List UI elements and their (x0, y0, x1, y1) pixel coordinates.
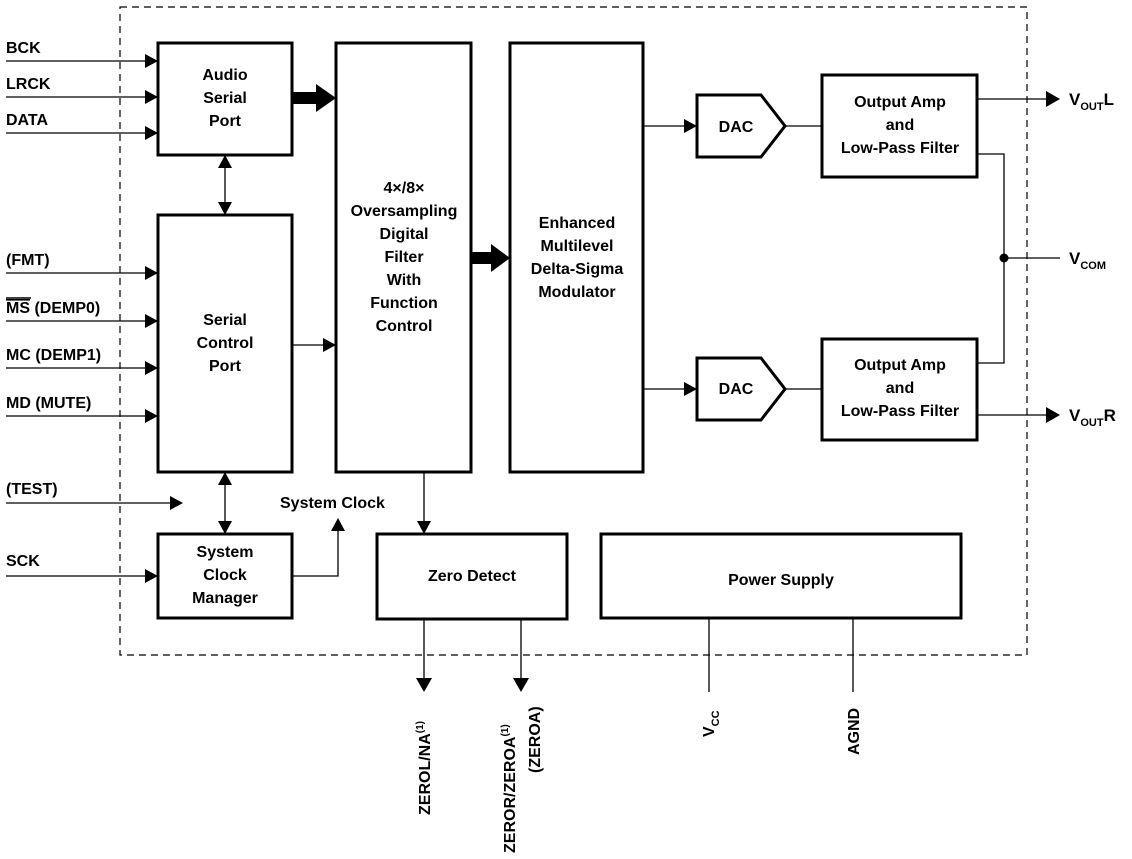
serial-control-port-line2: Control (197, 335, 254, 352)
digital-filter-line5: With (387, 272, 422, 289)
input-label-ms: MS (DEMP0) (6, 300, 100, 317)
modulator-block (508, 41, 645, 474)
scp-filter-link (292, 338, 336, 352)
serial-control-port-line3: Port (209, 358, 242, 375)
audio-serial-port-line1: Audio (202, 67, 248, 84)
ms-rest-text: (DEMP0) (30, 300, 100, 317)
output-amp-right-line2: and (886, 380, 914, 397)
dac-right-label: DAC (719, 381, 754, 398)
digital-filter-line2: Oversampling (351, 203, 458, 220)
pin-label-zeroa: (ZEROA) (527, 706, 544, 773)
vcom-network (977, 153, 1060, 364)
device-boundary (119, 6, 1028, 656)
output-amp-left-line2: and (886, 117, 914, 134)
zeror-pin-line (513, 619, 529, 692)
zero-detect-block (375, 532, 569, 621)
scp-scm-link (218, 472, 232, 534)
output-label-vout-left: VOUTL (1069, 90, 1114, 113)
pin-label-zeror: ZEROR/ZEROA(1) (500, 724, 519, 853)
audio-serial-port-line3: Port (209, 113, 242, 130)
modulator-line4: Modulator (538, 284, 615, 301)
pin-label-zerol: ZEROL/NA(1) (415, 721, 434, 815)
input-label-sck: SCK (6, 553, 40, 570)
input-label-bck: BCK (6, 40, 41, 57)
audio-serial-port-line2: Serial (203, 90, 247, 107)
serial-control-port-block (156, 213, 294, 474)
serial-control-port-line1: Serial (203, 312, 247, 329)
dac-left-block (695, 93, 787, 159)
modulator-dac-right-link (643, 382, 697, 396)
power-supply-block (599, 532, 963, 620)
output-amp-left-block (820, 73, 979, 179)
system-clock-manager-line2: Clock (203, 567, 247, 584)
modulator-dac-left-link (643, 119, 697, 133)
pin-label-agnd: AGND (846, 708, 863, 755)
digital-filter-line4: Filter (384, 249, 423, 266)
audio-serial-port-block (156, 41, 294, 157)
modulator-line2: Multilevel (541, 238, 614, 255)
digital-filter-line6: Function (370, 295, 438, 312)
system-clock-label: System Clock (280, 495, 385, 512)
bus-arrow-filter-modulator (471, 244, 510, 272)
modulator-line1: Enhanced (539, 215, 615, 232)
output-amp-left-line3: Low-Pass Filter (841, 140, 959, 157)
input-lines (6, 54, 183, 583)
power-supply-label: Power Supply (728, 572, 834, 589)
modulator-line3: Delta-Sigma (531, 261, 624, 278)
output-amp-right-line3: Low-Pass Filter (841, 403, 959, 420)
digital-filter-line1: 4×/8× (384, 180, 425, 197)
output-label-vcom: VCOM (1069, 249, 1106, 272)
input-label-fmt: (FMT) (6, 252, 50, 269)
digital-filter-block (334, 41, 473, 474)
output-amp-left-line1: Output Amp (854, 94, 946, 111)
digital-filter-line7: Control (376, 318, 433, 335)
input-label-lrck: LRCK (6, 76, 51, 93)
filter-zero-detect-link (417, 472, 431, 534)
system-clock-manager-line3: Manager (192, 590, 258, 607)
system-clock-link (292, 518, 345, 577)
input-label-data: DATA (6, 112, 49, 129)
output-label-vout-right: VOUTR (1069, 406, 1116, 429)
zerol-pin-line (416, 619, 432, 692)
bus-arrow-asp-filter (292, 84, 336, 112)
pin-label-vcc: VCC (701, 710, 722, 737)
output-amp-right-line1: Output Amp (854, 357, 946, 374)
dac-right-block (695, 356, 787, 422)
dac-left-label: DAC (719, 119, 754, 136)
input-label-mc: MC (DEMP1) (6, 347, 101, 364)
vout-left-line (977, 91, 1060, 107)
input-label-test: (TEST) (6, 481, 58, 498)
vout-right-line (977, 407, 1060, 423)
system-clock-manager-line1: System (197, 544, 254, 561)
asp-scp-link (218, 155, 232, 215)
zero-detect-label: Zero Detect (428, 568, 517, 585)
ms-overbar-text: MS (6, 300, 30, 317)
input-label-md: MD (MUTE) (6, 395, 91, 412)
digital-filter-line3: Digital (380, 226, 429, 243)
